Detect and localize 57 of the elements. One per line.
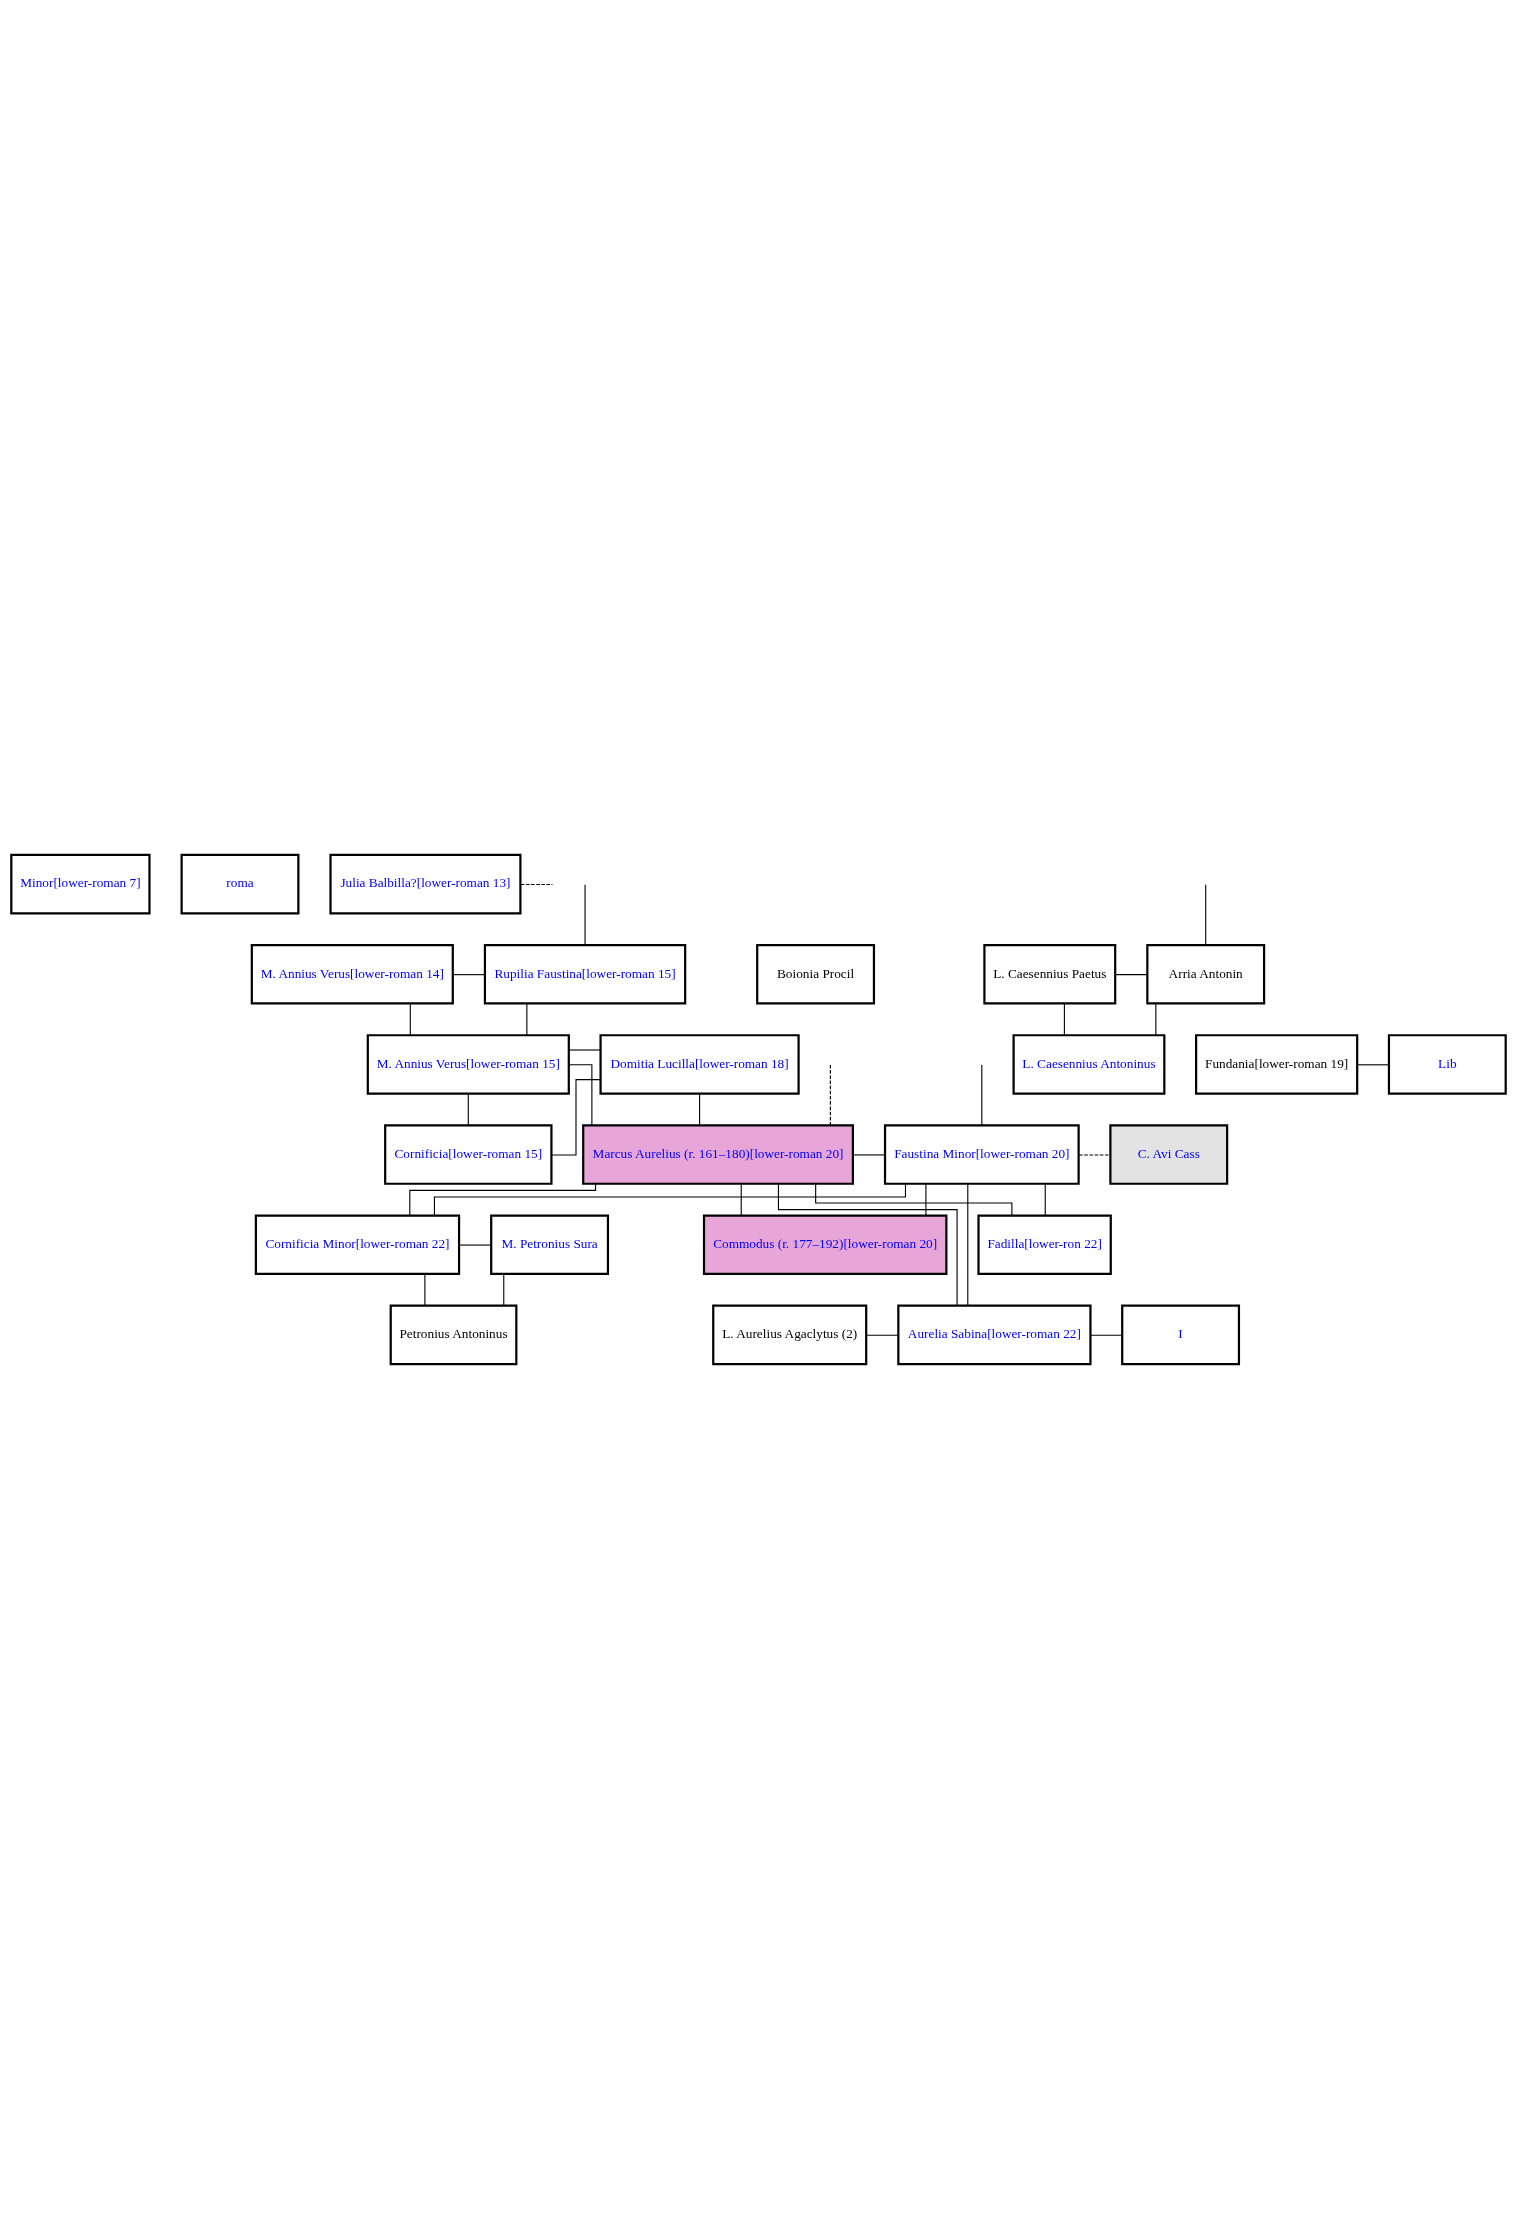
node-box: M. Annius Verus[lower-roman 14] [250,944,454,1005]
node-box: Lib [1387,1034,1507,1095]
node-box: M. Annius Verus[lower-roman 15] [366,1034,570,1095]
connector [829,1064,831,1126]
connector [519,883,554,886]
connector [740,1183,742,1216]
node-box: Fadilla[lower-ron 22] [977,1214,1112,1275]
node-box: Domitia Lucilla[lower-roman 18] [599,1034,800,1095]
connector [777,1183,958,1307]
connector [424,1273,426,1306]
connector [1205,884,1207,946]
connector [1356,1064,1390,1066]
connector [1044,1183,1046,1216]
node-box: L. Caesennius Paetus [983,944,1117,1005]
connector [584,884,586,946]
node-box: Fundania[lower-roman 19] [1195,1034,1359,1095]
node-box: L. Aurelius Agaclytus (2) [712,1304,868,1366]
node-box: M. Petronius Sura [490,1214,610,1275]
node-box: C. Avi Cass [1109,1124,1229,1185]
connector [699,1093,701,1126]
connector [409,1183,597,1216]
connector [865,1334,899,1336]
connector [1078,1154,1111,1156]
node-box: Aurelia Sabina[lower-roman 22] [897,1304,1092,1366]
node-box: Boionia Procil [756,944,876,1005]
node-box: Commodus (r. 177–192)[lower-roman 20] [702,1214,948,1275]
node-box: L. Caesennius Antoninus [1012,1034,1166,1095]
connector [458,1244,492,1246]
node-box: Arria Antonin [1146,944,1266,1005]
connector [568,1049,601,1051]
connector [433,1183,907,1216]
connector [1063,1003,1065,1036]
connector [551,1079,601,1156]
connector [409,1003,411,1036]
connector [981,1064,983,1126]
connector [967,1183,969,1307]
connector [452,974,486,976]
node-box: Petronius Antoninus [389,1304,518,1366]
connector [467,1093,469,1126]
node-box: Cornificia[lower-roman 15] [384,1124,553,1185]
node-box: Faustina Minor[lower-roman 20] [883,1124,1080,1185]
connector [526,1003,528,1036]
node-box: Minor[lower-roman 7] [10,853,151,915]
connector [1114,974,1148,976]
node-box: roma [180,853,300,915]
node-box: I [1121,1304,1241,1366]
node-box: Marcus Aurelius (r. 161–180)[lower-roman 20] [582,1124,854,1185]
connector [1089,1334,1123,1336]
connector [503,1273,505,1306]
node-box: Julia Balbilla?[lower-roman 13] [329,853,522,915]
connector [1155,1003,1157,1036]
connector [852,1154,886,1156]
connector [568,1064,593,1126]
connector [925,1183,927,1216]
node-box: Rupilia Faustina[lower-roman 15] [483,944,687,1005]
node-box: Cornificia Minor[lower-roman 22] [254,1214,461,1275]
connector [815,1183,1013,1217]
